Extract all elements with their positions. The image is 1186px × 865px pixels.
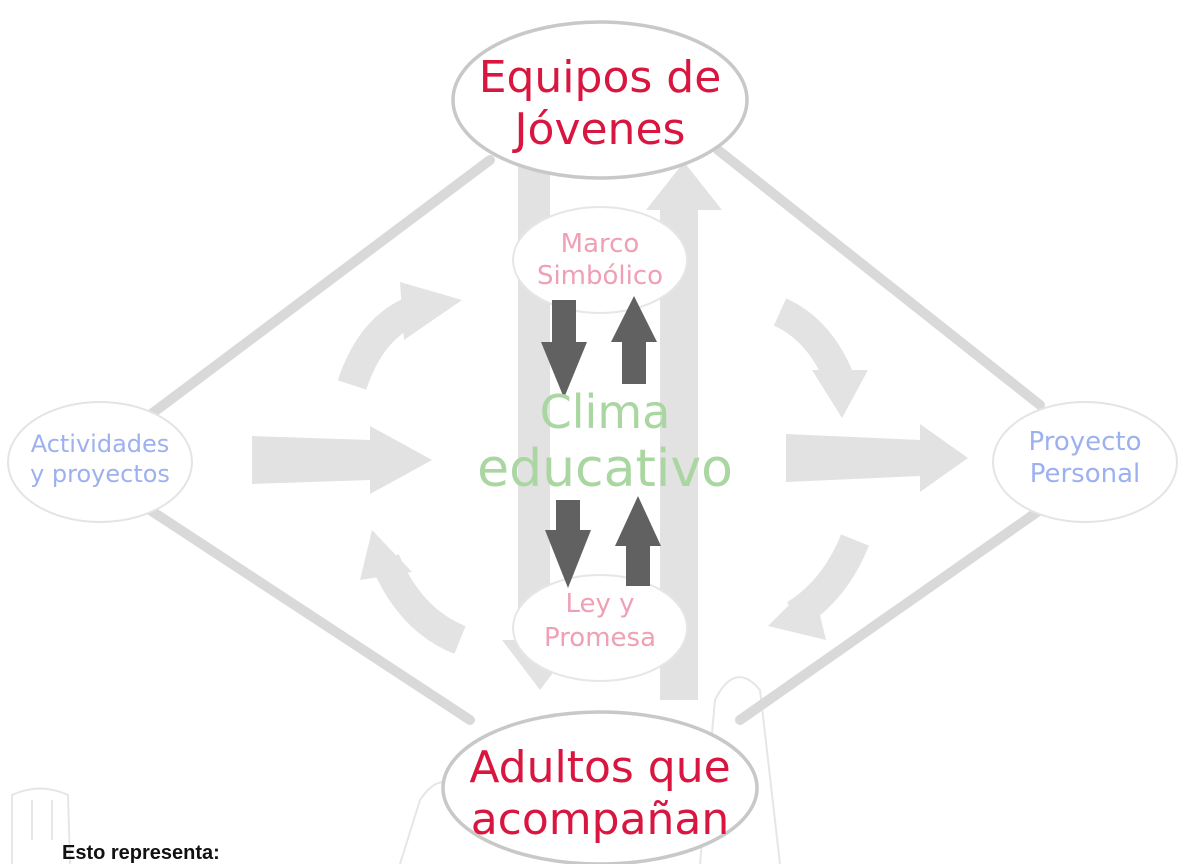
bottom-node-label-line2: acompañan [471, 794, 730, 845]
inner-bottom-node-label-line1: Ley y [565, 589, 634, 619]
light-horizontal-arrows [252, 424, 968, 494]
right-node-label-line2: Personal [1030, 459, 1141, 489]
inner-top-node-label-line1: Marco [561, 229, 640, 259]
curved-arrow-top-left [337, 298, 417, 390]
dark-arrow-up-lower [615, 496, 661, 586]
left-node-label-line2: y proyectos [30, 460, 170, 488]
left-node-ellipse [7, 401, 193, 523]
inner-top-node-label-line2: Simbólico [537, 261, 663, 291]
inner-top-node-ellipse [512, 206, 688, 314]
center-label-line2: educativo [477, 439, 733, 499]
top-node-label-line1: Equipos de [479, 52, 722, 103]
curved-arrow-top-right [773, 298, 854, 386]
light-vertical-arrows [502, 162, 722, 700]
top-node-label-line2: Jóvenes [512, 104, 686, 155]
dark-arrow-down-upper [541, 300, 587, 398]
dark-arrow-up-upper [611, 296, 657, 384]
right-node-label-line1: Proyecto [1028, 427, 1141, 457]
center-label-line1: Clima [540, 385, 671, 439]
left-node-label-line1: Actividades [31, 430, 170, 458]
light-arrow-center-to-right [786, 424, 968, 492]
inner-bottom-node-ellipse [512, 574, 688, 682]
dark-arrows [541, 296, 661, 588]
footer-caption: Esto representa: [62, 842, 220, 864]
right-node-ellipse [992, 401, 1178, 523]
diamond-frame [145, 145, 1045, 725]
light-curved-arrowheads [360, 282, 868, 640]
top-node-ellipse [451, 20, 749, 180]
inner-bottom-node-label-line2: Promesa [544, 623, 656, 653]
light-arrow-up-right [646, 162, 722, 700]
light-arrow-down-left [502, 165, 578, 690]
bottom-node-label-line1: Adultos que [469, 742, 730, 793]
node-ellipses [7, 20, 1178, 864]
dark-arrow-down-lower [545, 500, 591, 588]
bottom-node-ellipse [441, 710, 759, 864]
light-arrow-left-to-center [252, 426, 432, 494]
node-labels: Equipos de Jóvenes Adultos que acompañan… [30, 52, 1141, 845]
